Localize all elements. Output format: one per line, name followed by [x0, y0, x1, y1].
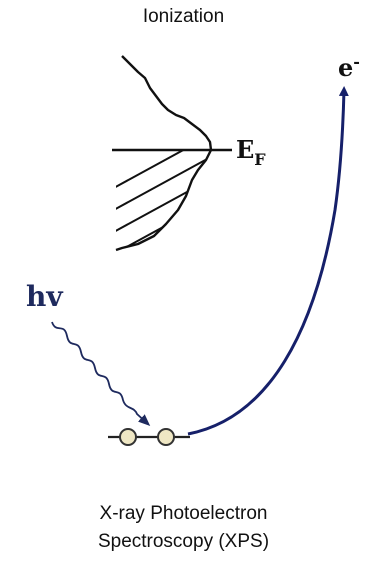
diagram-caption: X-ray Photoelectron Spectroscopy (XPS) [0, 500, 367, 556]
electron-escape-arrow [187, 86, 349, 436]
diagram-title: Ionization [142, 6, 225, 27]
photon-label: hv [26, 280, 63, 313]
electron-label: e- [338, 52, 360, 82]
core-orbital-right [157, 428, 175, 446]
caption-line-1: X-ray Photoelectron [99, 503, 268, 524]
caption-line-2: Spectroscopy (XPS) [97, 531, 270, 552]
band-edge-curve [115, 55, 213, 252]
occupied-states-hatching [116, 150, 211, 250]
fermi-level-label: EF [236, 135, 266, 169]
core-orbital-left [119, 428, 137, 446]
photon-wave-arrow [51, 321, 151, 427]
